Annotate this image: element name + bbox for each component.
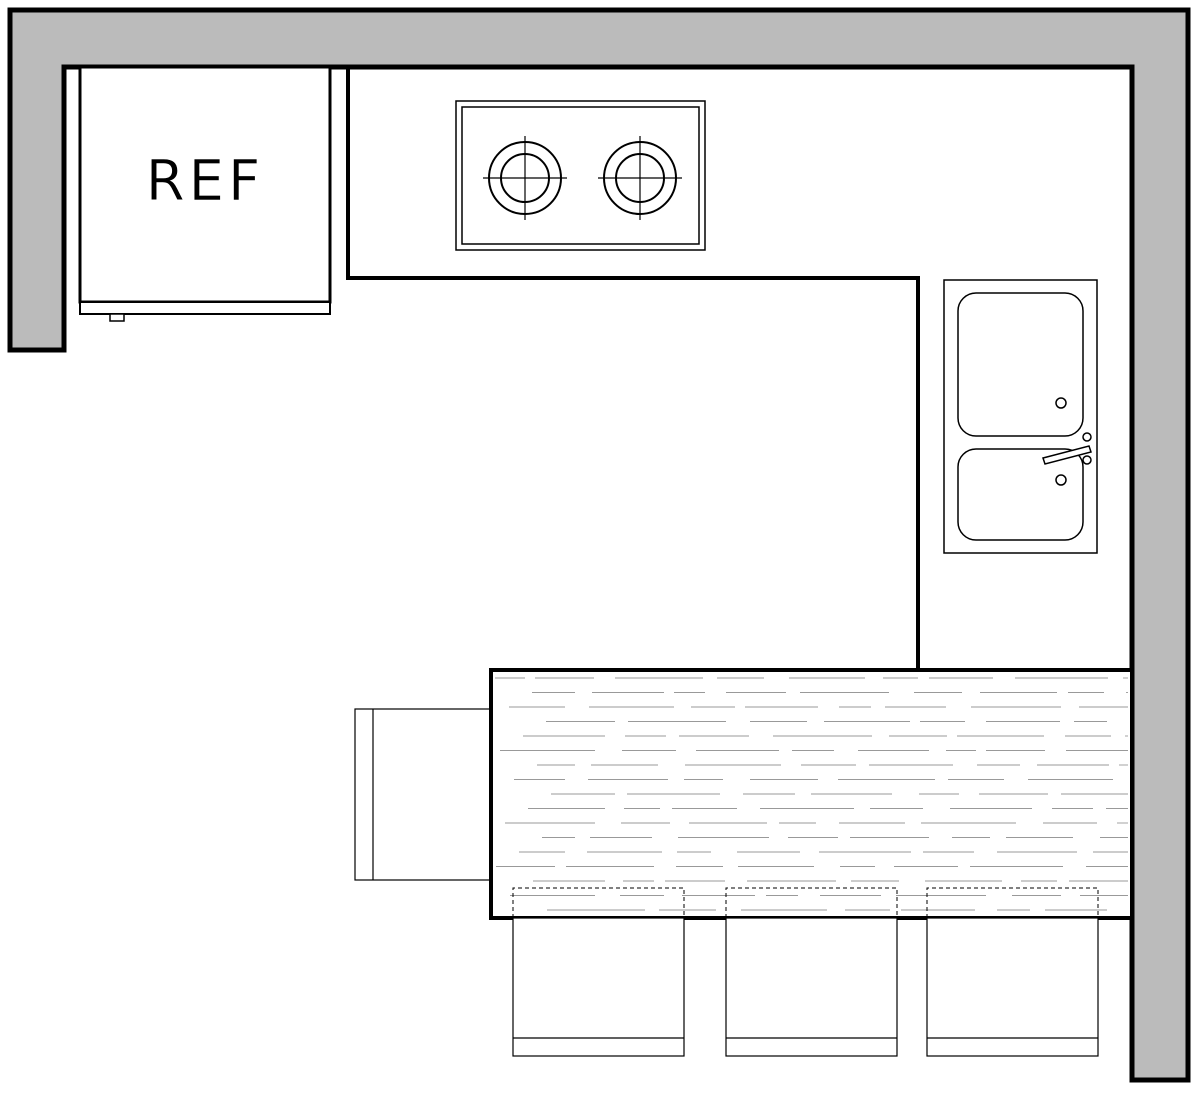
- counter-l-shape: [346, 67, 920, 668]
- walls: [7, 7, 1191, 1083]
- wall-top-left-and-right: [7, 7, 1191, 1083]
- sink-frame: [943, 279, 1098, 554]
- stool-side: [512, 887, 685, 1057]
- stools-side: [512, 887, 1099, 1057]
- stool-side: [926, 887, 1099, 1057]
- sink-basin: [957, 448, 1084, 541]
- cooktop-inner: [461, 106, 700, 245]
- cooktop-burner: [598, 136, 682, 220]
- refrigerator-label: REF: [146, 149, 265, 214]
- refrigerator-handle: [109, 313, 125, 322]
- stool-side: [725, 887, 898, 1057]
- faucet-icon: [1042, 432, 1092, 465]
- kitchen-island: [489, 668, 1134, 920]
- sink-drain: [1055, 397, 1067, 409]
- refrigerator-door-edge: [79, 301, 331, 315]
- sink-basin: [957, 292, 1084, 437]
- cooktop-burner: [483, 136, 567, 220]
- cooktop: [455, 100, 706, 251]
- sink: [943, 279, 1098, 554]
- island-wood-grain: [495, 677, 1128, 911]
- cooktop-outer: [455, 100, 706, 251]
- refrigerator: REF: [78, 65, 332, 322]
- counter-edge: [346, 67, 920, 668]
- sink-drain: [1055, 474, 1067, 486]
- stool-seat: [354, 708, 492, 881]
- stool-end: [354, 708, 522, 881]
